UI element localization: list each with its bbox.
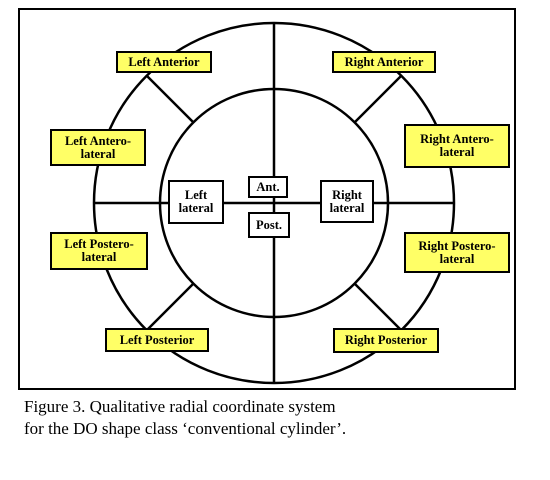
caption-line-2: for the DO shape class ‘conventional cyl…: [24, 419, 347, 438]
label-left-anterior: Left Anterior: [116, 51, 212, 73]
label-left-posterior: Left Posterior: [105, 328, 209, 352]
label-right-posterolateral: Right Postero- lateral: [404, 232, 510, 273]
spoke-upper-right: [354, 75, 402, 123]
label-right-anterolateral: Right Antero- lateral: [404, 124, 510, 168]
spoke-lower-right: [354, 283, 402, 331]
label-left-anterolateral: Left Antero- lateral: [50, 129, 146, 166]
label-left-posterolateral: Left Postero- lateral: [50, 232, 148, 270]
label-right-lateral: Right lateral: [320, 180, 374, 223]
label-right-posterior: Right Posterior: [333, 328, 439, 353]
label-right-anterior: Right Anterior: [332, 51, 436, 73]
radial-diagram: [92, 21, 456, 385]
label-left-lateral: Left lateral: [168, 180, 224, 224]
label-anterior: Ant.: [248, 176, 288, 198]
figure-frame: Left Anterior Right Anterior Left Antero…: [18, 8, 516, 390]
caption-line-1: Figure 3. Qualitative radial coordinate …: [24, 397, 336, 416]
figure-caption: Figure 3. Qualitative radial coordinate …: [24, 396, 524, 440]
label-posterior: Post.: [248, 212, 290, 238]
spoke-lower-left: [146, 283, 194, 331]
spoke-upper-left: [146, 75, 194, 123]
